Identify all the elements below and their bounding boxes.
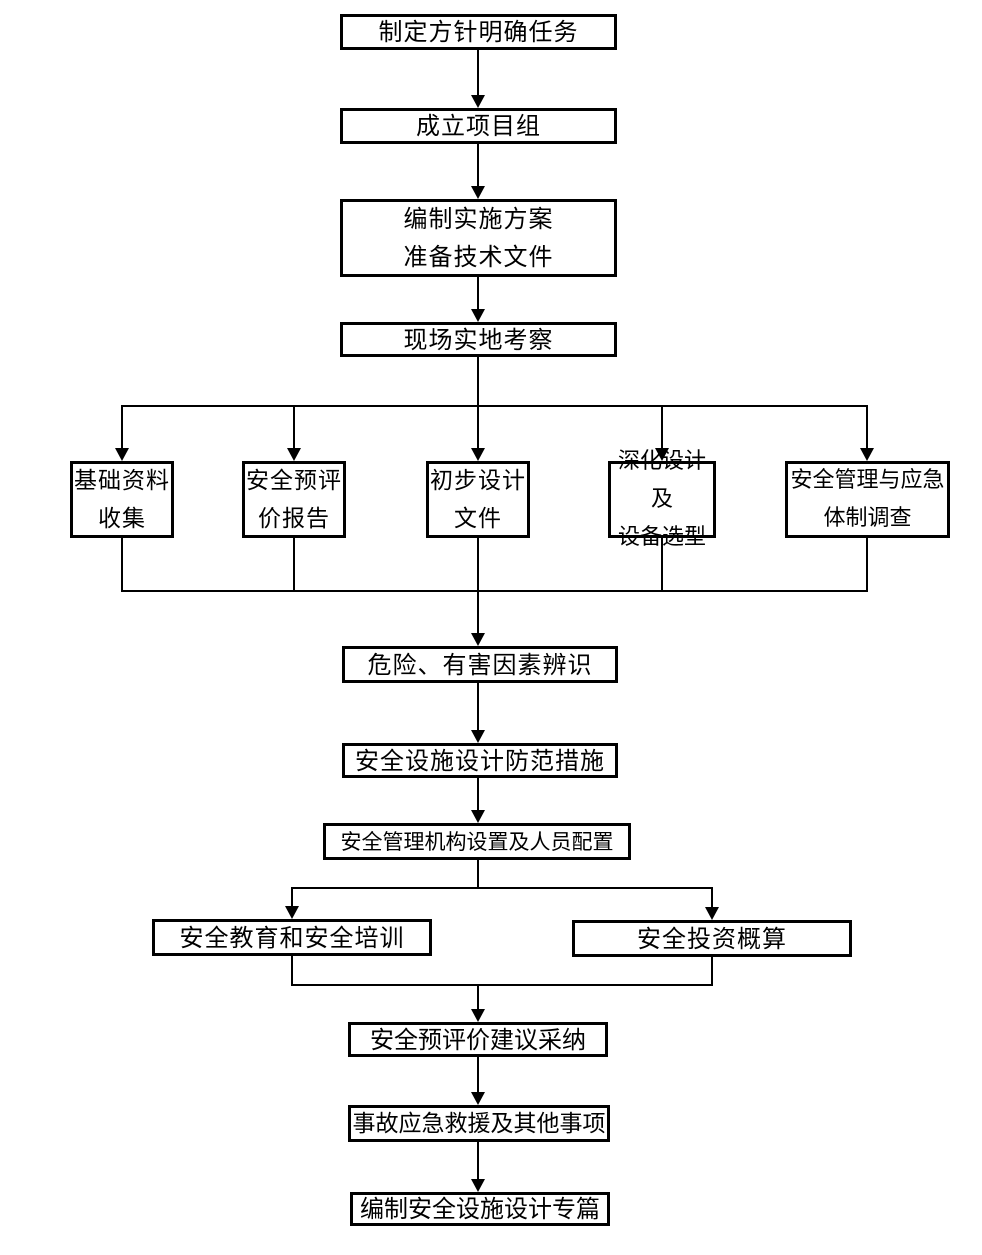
arrow-down-icon: [471, 186, 485, 199]
flow-line: [291, 888, 293, 908]
flow-line: [293, 406, 295, 450]
node-implementation-plan-docs: 编制实施方案 准备技术文件: [340, 199, 617, 277]
flow-line: [866, 406, 868, 450]
flow-line: [477, 537, 479, 592]
node-compile-safety-design-chapter: 编制安全设施设计专篇: [350, 1192, 610, 1226]
flow-merge-line: [121, 590, 868, 592]
arrow-down-icon: [285, 906, 299, 919]
flow-line: [477, 406, 479, 450]
flow-line: [477, 681, 479, 731]
flow-line: [477, 1141, 479, 1181]
node-define-policy-tasks: 制定方针明确任务: [340, 14, 617, 50]
flow-line: [477, 985, 479, 1011]
arrow-down-icon: [471, 1009, 485, 1022]
flow-line: [121, 537, 123, 592]
flow-merge-line: [291, 984, 713, 986]
node-site-inspection: 现场实地考察: [340, 322, 617, 357]
arrow-down-icon: [471, 1179, 485, 1192]
flow-line: [477, 355, 479, 407]
arrow-down-icon: [471, 633, 485, 646]
flow-line: [291, 955, 293, 986]
node-preassessment-suggestion-adoption: 安全预评价建议采纳: [348, 1022, 608, 1057]
node-safety-facility-measures: 安全设施设计防范措施: [342, 743, 618, 778]
arrow-down-icon: [471, 95, 485, 108]
node-safety-investment-estimate: 安全投资概算: [572, 920, 852, 957]
node-safety-education-training: 安全教育和安全培训: [152, 919, 432, 956]
arrow-down-icon: [471, 309, 485, 322]
arrow-down-icon: [860, 448, 874, 461]
arrow-down-icon: [471, 810, 485, 823]
node-basic-data-collection: 基础资料 收集: [70, 461, 174, 538]
node-safety-org-staffing: 安全管理机构设置及人员配置: [323, 823, 631, 860]
node-establish-project-team: 成立项目组: [340, 108, 617, 144]
arrow-down-icon: [471, 1092, 485, 1105]
node-hazard-identification: 危险、有害因素辨识: [342, 646, 618, 683]
flow-line: [477, 591, 479, 635]
arrow-down-icon: [115, 448, 129, 461]
flow-split-line: [291, 887, 713, 889]
flow-line: [121, 406, 123, 450]
flow-line: [866, 537, 868, 592]
flow-line: [477, 777, 479, 812]
arrow-down-icon: [287, 448, 301, 461]
flow-line: [477, 48, 479, 96]
node-safety-mgmt-emergency-survey: 安全管理与应急 体制调查: [785, 461, 950, 538]
node-emergency-rescue-other-items: 事故应急救援及其他事项: [348, 1105, 610, 1142]
node-preliminary-design-docs: 初步设计 文件: [426, 461, 530, 538]
flow-line: [477, 859, 479, 889]
arrow-down-icon: [471, 730, 485, 743]
flow-line: [661, 537, 663, 592]
flow-line: [477, 1056, 479, 1094]
flow-line: [661, 406, 663, 450]
arrow-down-icon: [655, 448, 669, 461]
flow-line: [711, 956, 713, 986]
flow-line: [711, 888, 713, 909]
flow-line: [477, 275, 479, 311]
flow-split-line: [121, 405, 868, 407]
arrow-down-icon: [705, 907, 719, 920]
arrow-down-icon: [471, 448, 485, 461]
node-safety-preassessment-report: 安全预评 价报告: [242, 461, 346, 538]
flow-line: [477, 142, 479, 188]
node-detailed-design-equipment: 深化设计及 设备选型: [608, 449, 716, 550]
flow-line: [293, 537, 295, 592]
